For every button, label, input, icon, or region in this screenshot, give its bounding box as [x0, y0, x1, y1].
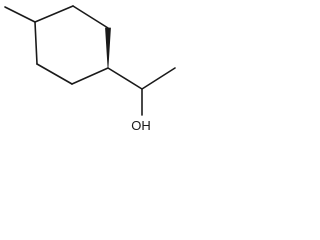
ring-bond-4	[71, 67, 109, 85]
ring-bond-1	[34, 5, 74, 23]
ring-bond-6	[34, 21, 38, 65]
stereo-wedge-bond	[105, 27, 111, 69]
ring-bond-2	[72, 5, 109, 29]
cyclohexane-ring	[34, 5, 109, 85]
hydroxyl-label: OH	[131, 118, 151, 133]
skeletal-formula: OH	[4, 5, 176, 133]
ring-bond-5	[36, 63, 73, 85]
side-chain-bond	[107, 67, 143, 90]
methyl-bond-right	[141, 67, 176, 90]
methyl-bond-left	[4, 6, 36, 23]
